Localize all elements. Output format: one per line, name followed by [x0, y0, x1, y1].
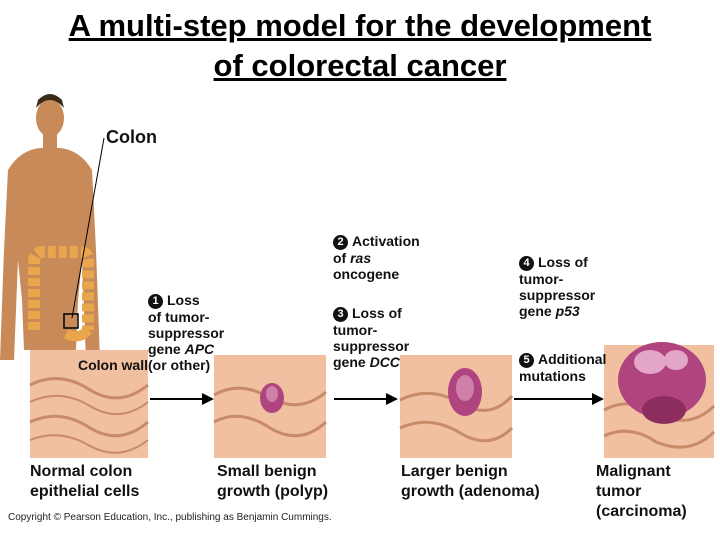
step-2-line-2-pre: of: [333, 250, 351, 266]
tissue-panel-polyp: [213, 355, 328, 458]
step-1-line-4-pre: gene: [148, 341, 185, 357]
tissue-panel-normal: [29, 350, 149, 458]
stage-caption-carcinoma: Malignant tumor (carcinoma): [596, 462, 720, 522]
stage-caption-adenoma: Larger benign growth (adenoma): [401, 462, 540, 502]
step-1-line-1: Loss: [167, 292, 200, 308]
colon-organ: [28, 246, 94, 330]
step-4-line-2: tumor-: [519, 271, 564, 287]
step-3-label: 3 Loss of tumor- suppressor gene DCC: [333, 305, 409, 370]
step-2-line-3: oncogene: [333, 266, 400, 282]
step-2-gene: ras: [350, 250, 372, 266]
step-2-label: 2 Activation of ras oncogene: [333, 233, 420, 282]
step-3-line-2: tumor-: [333, 322, 378, 338]
step-4-label: 4 Loss of tumor- suppressor gene p53: [519, 254, 595, 319]
stage-2-line-1: Small benign: [217, 463, 317, 480]
stage-3-line-1: Larger benign: [401, 463, 508, 480]
stage-2-line-2: growth (polyp): [217, 483, 329, 500]
step-1-badge: 1: [148, 294, 163, 309]
step-3-line-3: suppressor: [333, 338, 410, 354]
arrow-1: [150, 393, 214, 405]
step-2-badge: 2: [333, 235, 348, 250]
stage-1-line-1: Normal colon: [30, 463, 133, 480]
stage-4-line-1: Malignant tumor: [596, 463, 671, 500]
tissue-panel-adenoma: [399, 355, 514, 458]
copyright-notice: Copyright © Pearson Education, Inc., pub…: [8, 512, 332, 523]
step-3-badge: 3: [333, 307, 348, 322]
arrow-3: [514, 393, 604, 405]
step-4-badge: 4: [519, 256, 534, 271]
colon-organ-end: [64, 326, 92, 342]
step-1-line-5: (or other): [148, 357, 211, 373]
arrow-2: [334, 393, 398, 405]
step-5-line-1: Additional: [538, 351, 607, 367]
step-4-line-3: suppressor: [519, 287, 596, 303]
tissue-panel-carcinoma: [603, 342, 716, 458]
stage-3-line-2: growth (adenoma): [401, 483, 540, 500]
step-5-line-2: mutations: [519, 368, 586, 384]
step-5-label: 5 Additional mutations: [519, 351, 606, 384]
stage-4-line-2: (carcinoma): [596, 503, 687, 520]
step-5-badge: 5: [519, 353, 534, 368]
stage-caption-polyp: Small benign growth (polyp): [217, 462, 328, 502]
label-colon: Colon: [106, 127, 157, 147]
stage-1-line-2: epithelial cells: [30, 483, 140, 500]
page-title: A multi-step model for the development o…: [0, 6, 720, 86]
step-3-gene: DCC: [369, 354, 400, 370]
step-3-line-1: Loss of: [352, 305, 402, 321]
step-4-gene: p53: [555, 303, 580, 319]
step-1-line-2: of tumor-: [148, 309, 210, 325]
step-4-line-4-pre: gene: [519, 303, 556, 319]
step-3-line-4-pre: gene: [333, 354, 370, 370]
colon-zoom-box: [63, 313, 79, 329]
step-1-label: 1 Loss of tumor- suppressor gene APC (or …: [148, 292, 224, 373]
colon-pointer-line: [71, 137, 105, 319]
stage-caption-normal: Normal colon epithelial cells: [30, 462, 139, 502]
step-1-line-3: suppressor: [148, 325, 225, 341]
title-line-1: A multi-step model for the development: [68, 8, 652, 43]
label-colon-wall: Colon wall: [78, 357, 148, 373]
step-4-line-1: Loss of: [538, 254, 588, 270]
step-1-gene: APC: [184, 341, 215, 357]
title-line-2: of colorectal cancer: [213, 48, 507, 83]
step-2-line-1: Activation: [352, 233, 420, 249]
